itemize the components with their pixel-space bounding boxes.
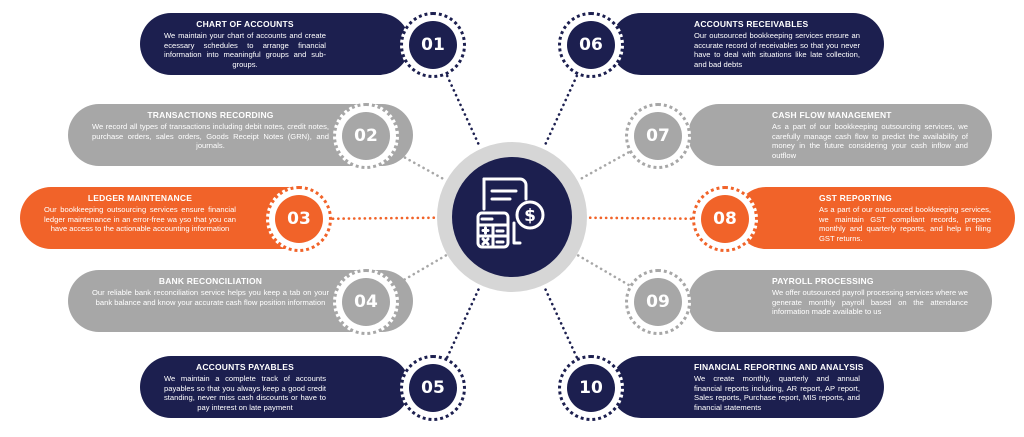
service-description-02: We record all types of transactions incl… bbox=[92, 122, 329, 151]
connector-02 bbox=[394, 151, 447, 182]
service-badge-06: 06 bbox=[558, 12, 624, 78]
service-title-05: ACCOUNTS PAYABLES bbox=[195, 362, 295, 372]
service-number-09: 09 bbox=[634, 278, 682, 326]
connector-03 bbox=[331, 216, 438, 220]
service-description-01: We maintain your chart of accounts and c… bbox=[164, 31, 326, 69]
service-description-05: We maintain a complete track of accounts… bbox=[164, 374, 326, 412]
hub-core: $ bbox=[452, 157, 572, 277]
service-number-01: 01 bbox=[409, 21, 457, 69]
service-badge-05: 05 bbox=[400, 355, 466, 421]
service-title-01: CHART OF ACCOUNTS bbox=[196, 19, 294, 29]
service-number-07: 07 bbox=[634, 112, 682, 160]
service-card-08: GST REPORTING As a part of our outsourced… bbox=[735, 187, 1015, 249]
service-badge-01: 01 bbox=[400, 12, 466, 78]
service-description-09: We offer outsourced payroll processing s… bbox=[772, 288, 968, 317]
service-title-08: GST REPORTING bbox=[819, 193, 892, 203]
service-badge-04: 04 bbox=[333, 269, 399, 335]
service-card-07: CASH FLOW MANAGEMENT As a part of our boo… bbox=[688, 104, 992, 166]
service-description-04: Our reliable bank reconciliation service… bbox=[92, 288, 329, 307]
service-card-06: ACCOUNTS RECEIVABLES Our outsourced bookk… bbox=[610, 13, 884, 75]
connector-08 bbox=[586, 216, 693, 220]
service-badge-09: 09 bbox=[625, 269, 691, 335]
service-description-03: Our bookkeeping outsourcing services ens… bbox=[44, 205, 236, 234]
service-number-05: 05 bbox=[409, 364, 457, 412]
connector-05 bbox=[445, 284, 482, 359]
hub-ring: $ bbox=[437, 142, 587, 292]
service-badge-07: 07 bbox=[625, 103, 691, 169]
service-title-09: PAYROLL PROCESSING bbox=[772, 276, 874, 286]
service-title-02: TRANSACTIONS RECORDING bbox=[147, 110, 274, 120]
service-description-08: As a part of our outsourced bookkeeping … bbox=[819, 205, 991, 243]
service-title-07: CASH FLOW MANAGEMENT bbox=[772, 110, 892, 120]
service-card-05: ACCOUNTS PAYABLES We maintain a complete … bbox=[140, 356, 410, 418]
service-badge-10: 10 bbox=[558, 355, 624, 421]
svg-text:$: $ bbox=[524, 206, 536, 226]
service-number-06: 06 bbox=[567, 21, 615, 69]
connector-01 bbox=[445, 74, 482, 150]
service-number-02: 02 bbox=[342, 112, 390, 160]
connector-07 bbox=[577, 151, 630, 182]
service-title-04: BANK RECONCILIATION bbox=[158, 276, 263, 286]
connector-09 bbox=[576, 253, 630, 287]
service-title-10: FINANCIAL REPORTING AND ANALYSIS bbox=[694, 362, 864, 372]
service-card-10: FINANCIAL REPORTING AND ANALYSIS We creat… bbox=[610, 356, 884, 418]
service-description-06: Our outsourced bookkeeping services ensu… bbox=[694, 31, 860, 69]
service-number-04: 04 bbox=[342, 278, 390, 326]
service-badge-08: 08 bbox=[692, 186, 758, 252]
service-badge-02: 02 bbox=[333, 103, 399, 169]
connector-06 bbox=[542, 74, 579, 150]
service-title-06: ACCOUNTS RECEIVABLES bbox=[694, 19, 809, 29]
service-number-08: 08 bbox=[701, 195, 749, 243]
invoice-calculator-dollar-icon: $ bbox=[470, 173, 554, 262]
service-number-03: 03 bbox=[275, 195, 323, 243]
service-title-03: LEDGER MAINTENANCE bbox=[87, 193, 193, 203]
service-description-10: We create monthly, quarterly and annual … bbox=[694, 374, 860, 412]
service-badge-03: 03 bbox=[266, 186, 332, 252]
connector-10 bbox=[542, 284, 579, 359]
service-card-01: CHART OF ACCOUNTS We maintain your chart … bbox=[140, 13, 410, 75]
service-number-10: 10 bbox=[567, 364, 615, 412]
service-card-09: PAYROLL PROCESSING We offer outsourced pa… bbox=[688, 270, 992, 332]
service-description-07: As a part of our bookkeeping outsourcing… bbox=[772, 122, 968, 160]
